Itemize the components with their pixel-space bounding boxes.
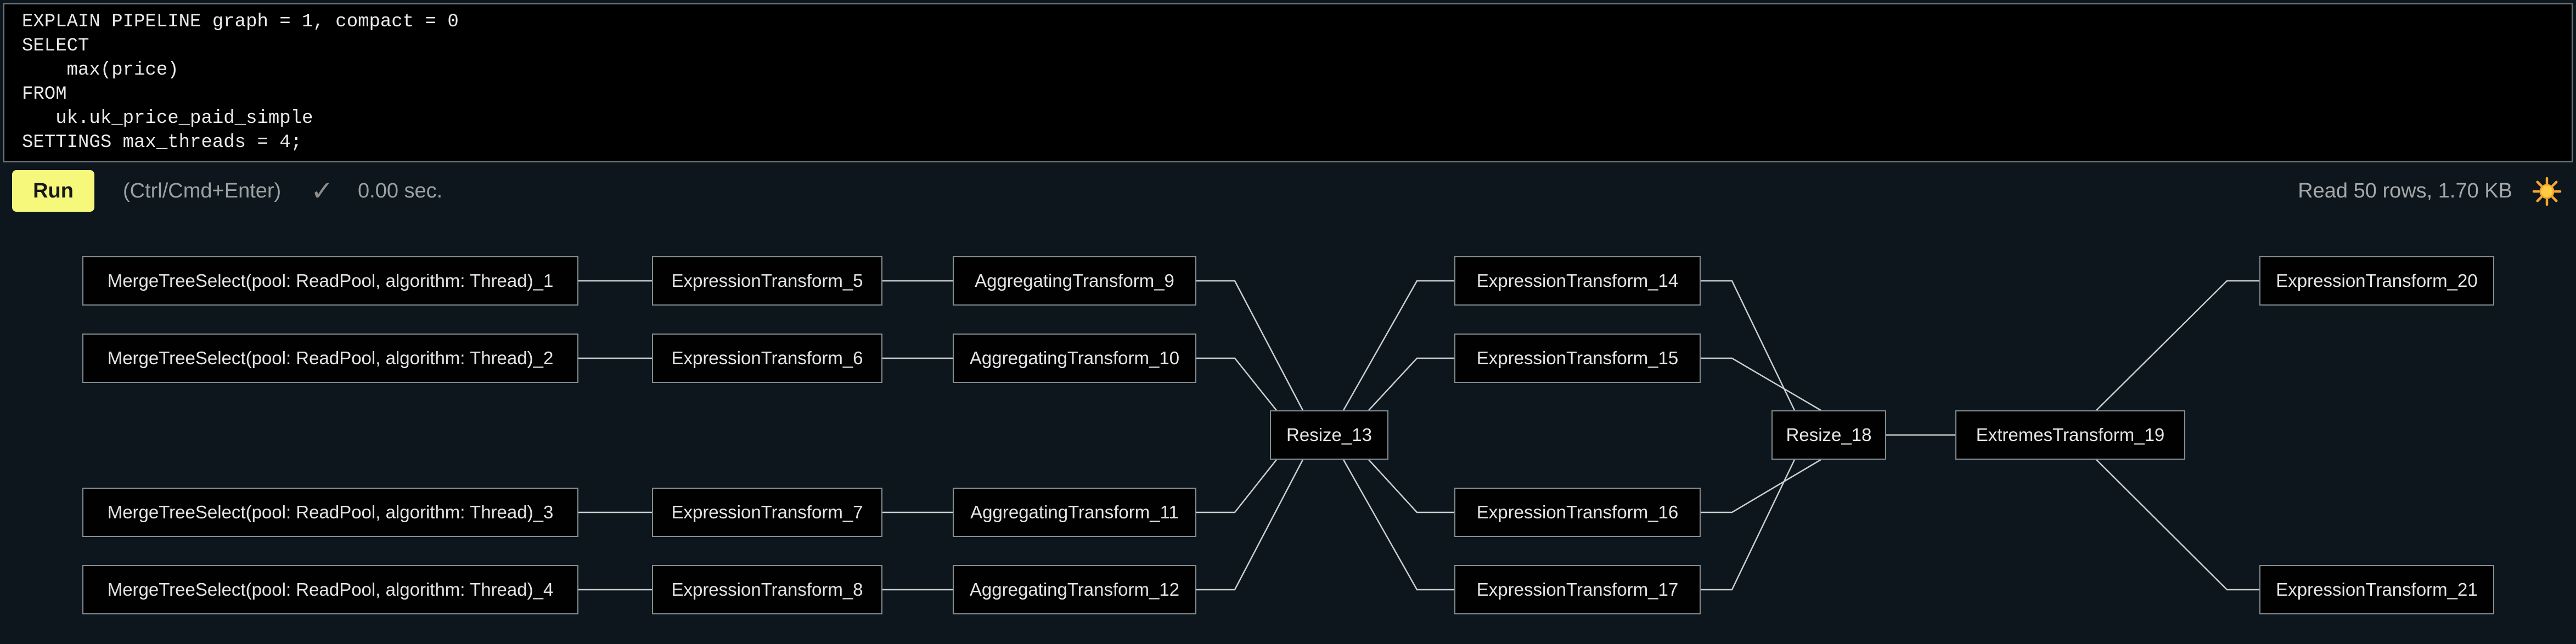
edge-11-13 bbox=[1196, 459, 1277, 513]
sun-theme-toggle-icon[interactable] bbox=[2532, 177, 2562, 206]
edge-14-18 bbox=[1701, 280, 1796, 411]
elapsed-time: 0.00 sec. bbox=[358, 179, 443, 202]
edge-10-13 bbox=[1196, 357, 1277, 411]
sql-query-text[interactable]: EXPLAIN PIPELINE graph = 1, compact = 0 … bbox=[22, 12, 459, 153]
edge-13-16 bbox=[1368, 459, 1454, 513]
edge-12-13 bbox=[1196, 459, 1304, 591]
edge-13-17 bbox=[1342, 459, 1454, 591]
edge-15-18 bbox=[1701, 357, 1821, 411]
shortcut-hint: (Ctrl/Cmd+Enter) bbox=[123, 179, 282, 202]
edge-19-21 bbox=[2096, 459, 2259, 591]
sun-icon bbox=[2532, 177, 2562, 206]
edge-19-20 bbox=[2096, 280, 2259, 411]
read-stats: Read 50 rows, 1.70 KB bbox=[2298, 179, 2512, 202]
edge-17-18 bbox=[1701, 459, 1796, 591]
edge-13-15 bbox=[1368, 357, 1454, 411]
run-button[interactable]: Run bbox=[12, 170, 94, 212]
edge-9-13 bbox=[1196, 280, 1304, 411]
edge-13-14 bbox=[1342, 280, 1454, 411]
success-check-icon: ✓ bbox=[311, 176, 334, 206]
edge-16-18 bbox=[1701, 459, 1821, 513]
sql-editor[interactable]: EXPLAIN PIPELINE graph = 1, compact = 0 … bbox=[3, 3, 2573, 162]
